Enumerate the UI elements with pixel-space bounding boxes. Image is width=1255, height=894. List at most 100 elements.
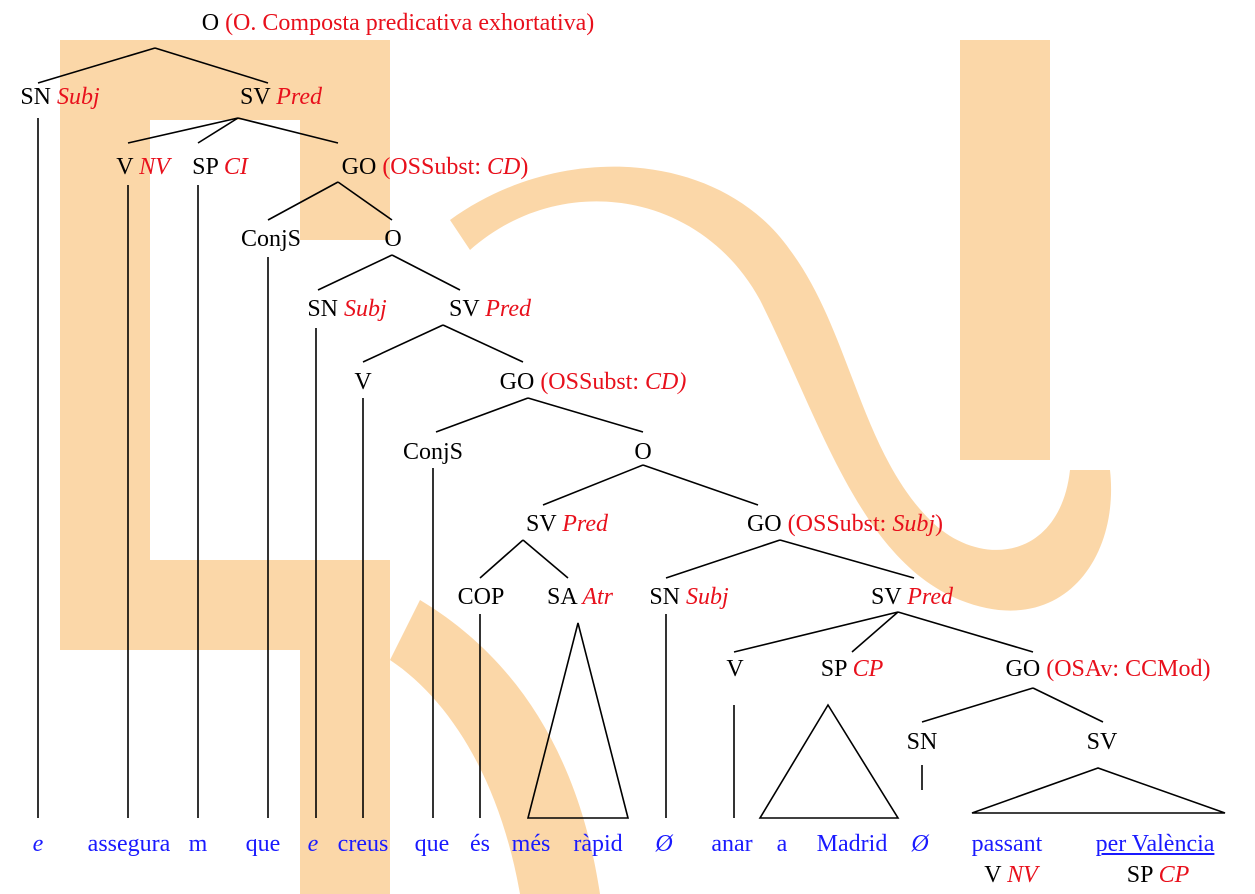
branch-line	[435, 397, 529, 433]
branch-line	[897, 611, 1034, 653]
node-v-2: V	[354, 368, 371, 396]
triangle-sp-cp	[758, 703, 900, 819]
node-sv-pred-3: SV Pred	[526, 510, 608, 538]
node-category: ConjS	[402, 439, 464, 465]
node-sv-pred-1: SV Pred	[240, 83, 322, 111]
word-madrid: Madrid	[816, 831, 888, 857]
node-conjs-2: ConjS	[403, 438, 463, 466]
node-category: V	[354, 369, 372, 395]
node-sn-subj-3: SN Subj	[649, 583, 728, 611]
branch-line	[642, 464, 759, 506]
watermark-lower-curve	[390, 600, 600, 894]
word-m: m	[188, 831, 208, 857]
node-annotation: (OSSubst: CD)	[540, 369, 686, 395]
node-conjs-1: ConjS	[241, 225, 301, 253]
branch-line	[317, 254, 393, 291]
word-empty-2: Ø	[911, 831, 929, 857]
node-category: GO	[746, 511, 782, 537]
node-root: O (O. Composta predicativa exhortativa)	[202, 9, 595, 37]
branch-line	[479, 539, 524, 579]
node-sa-atr: SA Atr	[547, 583, 613, 611]
node-sp-ci: SP CI	[192, 153, 248, 181]
node-sn-subj-1: SN Subj	[20, 83, 99, 111]
node-function: Pred	[276, 84, 323, 110]
node-v-3: V	[726, 655, 743, 683]
node-category: O	[201, 10, 220, 36]
node-function: Subj	[686, 584, 729, 610]
node-annotation: (OSAv: CCMod)	[1046, 656, 1211, 682]
watermark-left-bar	[60, 40, 150, 600]
word-per-valencia: per València	[1095, 831, 1215, 857]
branch-line	[267, 181, 339, 221]
branch-line	[779, 539, 915, 579]
watermark-bottom-drop	[300, 560, 390, 894]
branch-line	[337, 181, 393, 221]
node-sv-pred-2: SV Pred	[449, 295, 531, 323]
node-category: SP	[1126, 862, 1153, 888]
branch-line	[197, 117, 239, 144]
node-category: SV	[525, 511, 557, 537]
word-anar: anar	[711, 831, 753, 857]
branch-line	[237, 117, 339, 144]
node-v-nv-1: V NV	[116, 153, 170, 181]
watermark-top-drop	[300, 40, 390, 240]
branch-line	[391, 254, 461, 291]
watermark-s-curve	[450, 166, 1112, 611]
node-category: SV	[870, 584, 902, 610]
branch-line	[665, 539, 781, 579]
annotation-open: (OSSubst:	[540, 369, 646, 395]
word-que-1: que	[245, 831, 281, 857]
node-annotation: (OSSubst: CD)	[382, 154, 528, 180]
node-category: SN	[906, 729, 938, 755]
node-category: V	[984, 862, 1002, 888]
node-sn-4: SN	[907, 728, 938, 756]
node-function: Pred	[562, 511, 609, 537]
node-cop: COP	[458, 583, 505, 611]
node-function: CP	[852, 656, 884, 682]
node-category: SP	[820, 656, 847, 682]
node-category: ConjS	[240, 226, 302, 252]
node-sv-5: SV	[1087, 728, 1118, 756]
node-category: SA	[546, 584, 577, 610]
node-category: GO	[1005, 656, 1041, 682]
word-es: és	[470, 831, 490, 857]
node-category: SN	[307, 296, 339, 322]
triangle-sa	[526, 622, 630, 819]
word-empty-1: Ø	[655, 831, 673, 857]
word-que-2: que	[414, 831, 450, 857]
node-sv-pred-4: SV Pred	[871, 583, 953, 611]
branch-line	[127, 117, 239, 144]
watermark-right-bar	[960, 40, 1050, 460]
node-function: Pred	[907, 584, 954, 610]
node-function: NV	[139, 154, 170, 180]
branch-line	[542, 464, 644, 506]
node-annotation: (O. Composta predicativa exhortativa)	[225, 10, 595, 36]
node-category: GO	[341, 154, 377, 180]
node-function: Subj	[344, 296, 387, 322]
node-category: SV	[239, 84, 271, 110]
triangle-sv	[971, 767, 1226, 814]
annotation-function: Subj	[892, 511, 936, 537]
branch-line	[851, 611, 899, 653]
node-category: SN	[20, 84, 52, 110]
word-assegura: assegura	[87, 831, 171, 857]
node-o-3: O	[634, 438, 651, 466]
node-category: GO	[499, 369, 535, 395]
node-go-cd-1: GO (OSSubst: CD)	[342, 153, 529, 181]
annotation-open: (OSSubst:	[787, 511, 893, 537]
branch-line	[37, 47, 156, 84]
node-sn-subj-2: SN Subj	[307, 295, 386, 323]
word-mes: més	[511, 831, 551, 857]
annotation-open: (OSSubst:	[382, 154, 488, 180]
node-category: O	[634, 439, 652, 465]
annotation-function: CD)	[645, 369, 687, 395]
node-v-nv-2: V NV	[984, 861, 1038, 889]
branch-line	[921, 687, 1034, 723]
node-go-cd-2: GO (OSSubst: CD)	[500, 368, 687, 396]
word-e-2: e	[307, 831, 319, 857]
node-go-ccmod: GO (OSAv: CCMod)	[1006, 655, 1211, 683]
word-passant: passant	[971, 831, 1043, 857]
branch-line	[362, 324, 444, 363]
word-rapid: ràpid	[573, 831, 623, 857]
